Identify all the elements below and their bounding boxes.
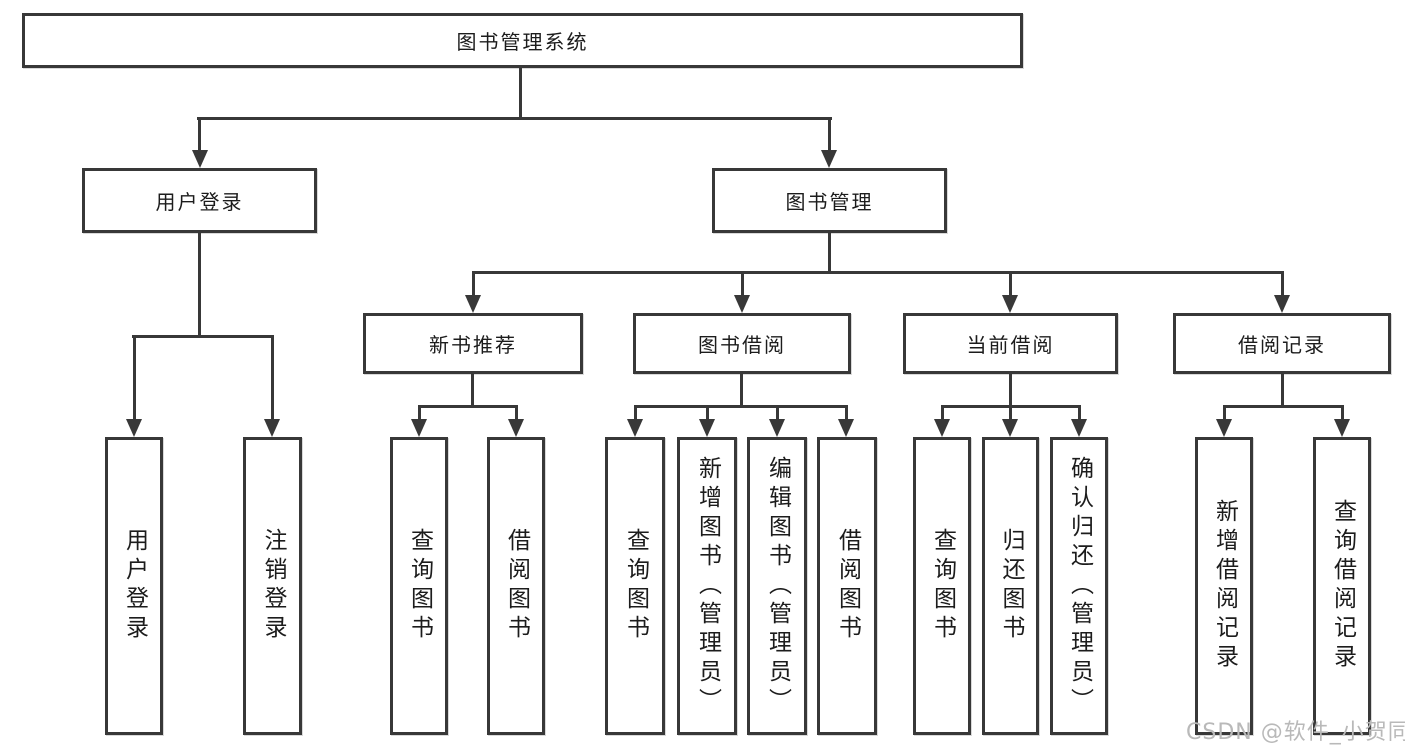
arrowhead-down-icon <box>734 295 750 313</box>
arrowhead-down-icon <box>699 419 715 437</box>
node-book-management: 图书管理 <box>712 168 947 233</box>
arrowhead-down-icon <box>192 150 208 168</box>
connector-level3-rail <box>473 271 1283 274</box>
arrowhead-down-icon <box>508 419 524 437</box>
connector-to-leaf <box>418 405 421 421</box>
connector-root-stem <box>519 68 522 118</box>
connector-user-login-stem <box>198 233 201 337</box>
leaf-borrow-books-recommend: 借阅图书 <box>487 437 545 735</box>
node-user-login-label: 用户登录 <box>155 190 244 214</box>
node-current-borrow-label: 当前借阅 <box>966 333 1055 357</box>
arrowhead-down-icon <box>465 295 481 313</box>
connector-user-login-rail <box>132 335 274 338</box>
leaf-add-books-admin: 新增图书（管理员） <box>677 437 737 735</box>
connector-book-borrow-rail <box>634 405 847 408</box>
connector-level2-rail <box>197 117 832 120</box>
connector-to-book-management <box>828 117 831 152</box>
leaf-return-books: 归还图书 <box>982 437 1039 735</box>
leaf-query-books-recommend-label: 查询图书 <box>406 528 433 644</box>
leaf-user-login: 用户登录 <box>105 437 163 735</box>
arrowhead-down-icon <box>126 419 142 437</box>
arrowhead-down-icon <box>934 419 950 437</box>
connector-to-leaf <box>845 405 848 421</box>
connector-to-new-book-recommend <box>472 271 475 297</box>
connector-current-borrow-stem <box>1009 374 1012 407</box>
leaf-borrow-books-label: 借阅图书 <box>834 528 861 644</box>
connector-to-user-login <box>198 117 201 152</box>
connector-borrow-records-stem <box>1281 374 1284 407</box>
arrowhead-down-icon <box>821 150 837 168</box>
leaf-edit-books-admin: 编辑图书（管理员） <box>747 437 807 735</box>
connector-to-leaf <box>941 405 944 421</box>
leaf-add-borrow-record: 新增借阅记录 <box>1195 437 1253 735</box>
arrowhead-down-icon <box>1274 295 1290 313</box>
leaf-confirm-return-admin: 确认归还（管理员） <box>1050 437 1108 735</box>
leaf-logout-label: 注销登录 <box>260 528 286 644</box>
leaf-query-books-recommend: 查询图书 <box>390 437 448 735</box>
node-library-system-label: 图书管理系统 <box>456 30 589 54</box>
connector-to-leaf <box>776 405 779 421</box>
arrowhead-down-icon <box>1002 295 1018 313</box>
connector-borrow-records-rail <box>1223 405 1343 408</box>
connector-to-leaf <box>1009 405 1012 421</box>
arrowhead-down-icon <box>1216 419 1232 437</box>
csdn-watermark: CSDN @软件_小贺同学 <box>1186 720 1405 745</box>
leaf-add-borrow-record-label: 新增借阅记录 <box>1211 499 1238 673</box>
connector-new-book-recommend-rail <box>418 405 518 408</box>
arrowhead-down-icon <box>1334 419 1350 437</box>
node-book-borrow: 图书借阅 <box>633 313 851 374</box>
connector-to-leaf <box>1341 405 1344 421</box>
leaf-query-books-current-label: 查询图书 <box>929 528 956 644</box>
connector-to-leaf <box>706 405 709 421</box>
connector-to-leaf-logout <box>271 335 274 421</box>
leaf-user-login-label: 用户登录 <box>121 528 148 644</box>
leaf-query-books-current: 查询图书 <box>913 437 971 735</box>
arrowhead-down-icon <box>769 419 785 437</box>
node-library-system: 图书管理系统 <box>22 13 1023 68</box>
connector-to-borrow-records <box>1281 271 1284 297</box>
node-new-book-recommend-label: 新书推荐 <box>429 333 517 357</box>
arrowhead-down-icon <box>1071 419 1087 437</box>
arrowhead-down-icon <box>627 419 643 437</box>
connector-new-book-recommend-stem <box>471 374 474 407</box>
connector-book-management-stem <box>828 233 831 273</box>
connector-to-leaf <box>1078 405 1081 421</box>
arrowhead-down-icon <box>264 419 280 437</box>
leaf-query-borrow-record-label: 查询借阅记录 <box>1329 499 1356 673</box>
leaf-borrow-books-recommend-label: 借阅图书 <box>503 528 530 644</box>
connector-to-current-borrow <box>1009 271 1012 297</box>
node-book-borrow-label: 图书借阅 <box>698 333 786 357</box>
connector-to-leaf <box>634 405 637 421</box>
node-borrow-records: 借阅记录 <box>1173 313 1391 374</box>
leaf-add-books-admin-label: 新增图书（管理员） <box>694 455 721 717</box>
leaf-logout: 注销登录 <box>243 437 302 735</box>
leaf-edit-books-admin-label: 编辑图书（管理员） <box>764 455 791 717</box>
connector-to-leaf-user-login <box>133 335 136 421</box>
arrowhead-down-icon <box>411 419 427 437</box>
connector-to-leaf <box>515 405 518 421</box>
leaf-confirm-return-admin-label: 确认归还（管理员） <box>1066 455 1093 717</box>
node-book-management-label: 图书管理 <box>785 190 874 214</box>
arrowhead-down-icon <box>1002 419 1018 437</box>
connector-to-book-borrow <box>741 271 744 297</box>
connector-to-leaf <box>1223 405 1226 421</box>
connector-book-borrow-stem <box>740 374 743 407</box>
leaf-query-borrow-record: 查询借阅记录 <box>1313 437 1371 735</box>
node-new-book-recommend: 新书推荐 <box>363 313 583 374</box>
leaf-query-books-borrow-label: 查询图书 <box>622 528 649 644</box>
arrowhead-down-icon <box>838 419 854 437</box>
node-current-borrow: 当前借阅 <box>903 313 1118 374</box>
node-user-login: 用户登录 <box>82 168 317 233</box>
node-borrow-records-label: 借阅记录 <box>1238 333 1326 357</box>
leaf-return-books-label: 归还图书 <box>998 528 1024 644</box>
leaf-query-books-borrow: 查询图书 <box>605 437 665 735</box>
leaf-borrow-books: 借阅图书 <box>817 437 877 735</box>
